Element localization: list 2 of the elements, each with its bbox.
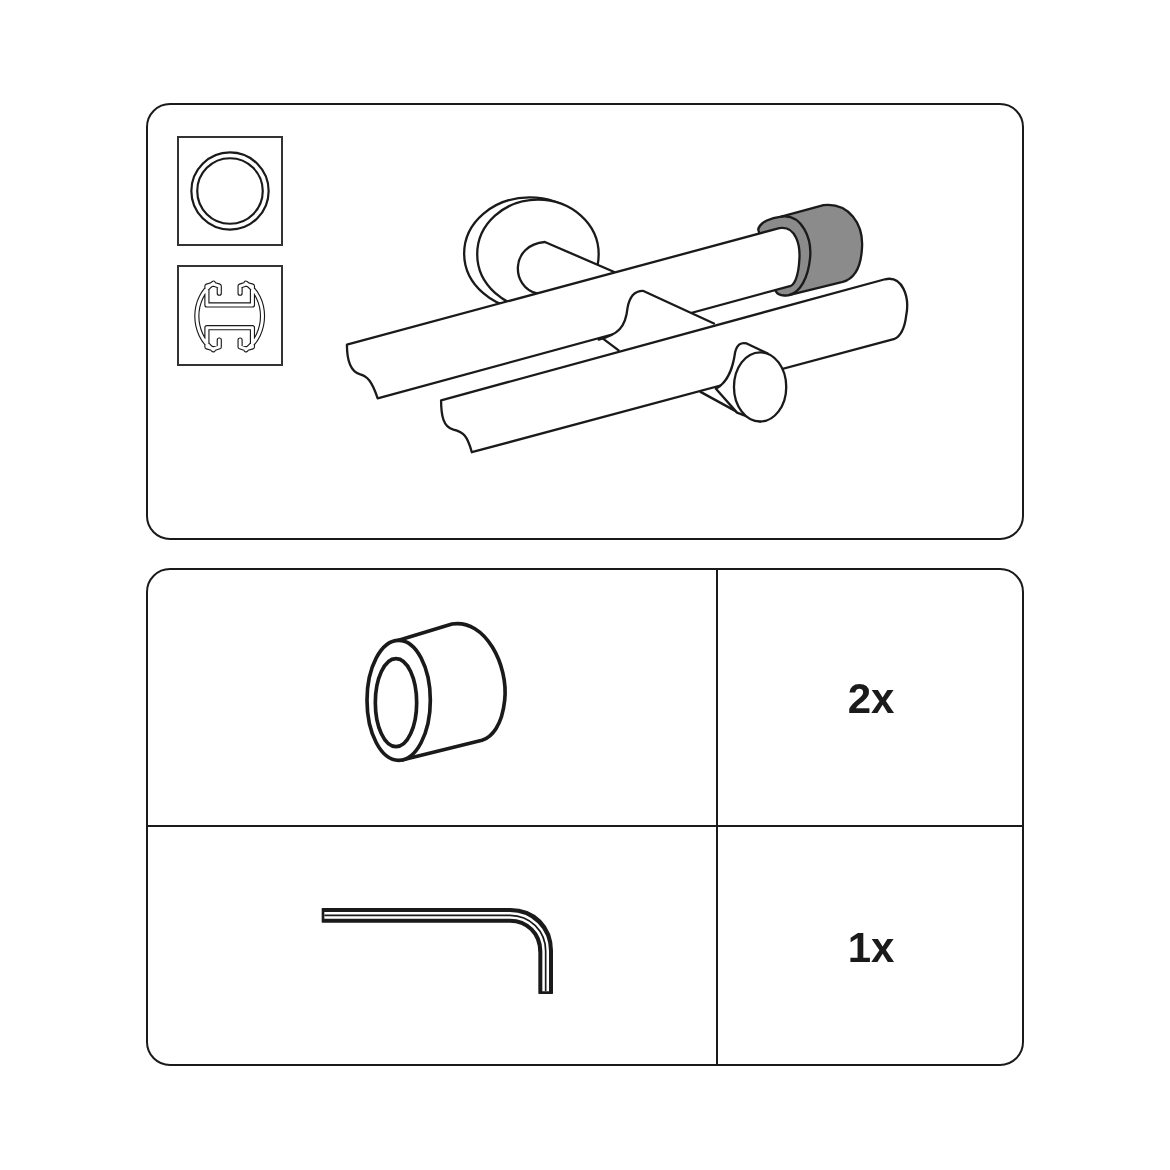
quantity-label: 2x <box>847 677 895 720</box>
quantity-label: 1x <box>847 926 895 969</box>
